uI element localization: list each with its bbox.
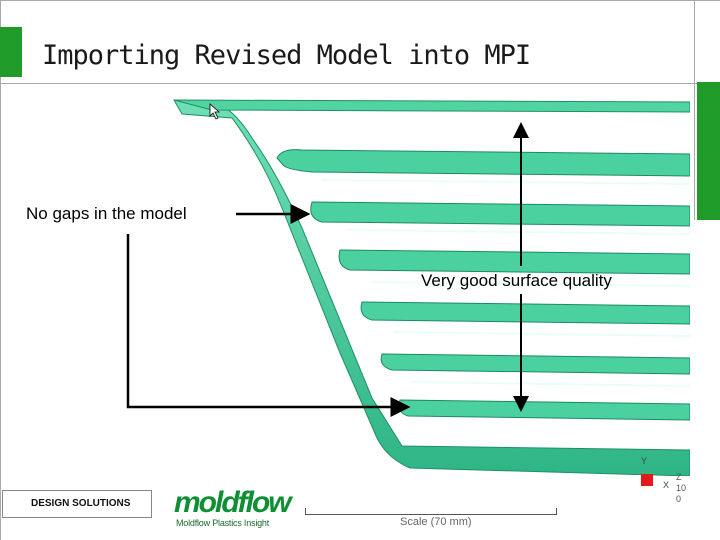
grille-body bbox=[173, 99, 690, 476]
grille-slats bbox=[276, 149, 690, 421]
frame-left-line bbox=[0, 0, 1, 540]
axis-coordinates: Z 10 0 bbox=[676, 472, 686, 505]
scale-bar bbox=[305, 508, 557, 515]
callout-no-gaps: No gaps in the model bbox=[26, 204, 187, 224]
logo-wordmark: moldflow bbox=[174, 486, 292, 519]
accent-bar-right bbox=[697, 82, 720, 220]
model-viewport[interactable] bbox=[172, 98, 690, 476]
coord-line-3: 0 bbox=[676, 494, 682, 504]
footer-design-solutions: DESIGN SOLUTIONS bbox=[2, 490, 152, 518]
grille-top-edge bbox=[173, 99, 690, 113]
accent-bar-left bbox=[0, 27, 22, 77]
frame-right-line bbox=[694, 0, 695, 220]
axis-triad-icon bbox=[641, 474, 653, 486]
coord-line-2: 10 bbox=[676, 483, 687, 493]
scale-label: Scale (70 mm) bbox=[400, 516, 472, 528]
logo-subtitle: Moldflow Plastics Insight bbox=[176, 518, 270, 528]
arrow-bottom bbox=[126, 234, 411, 417]
mouse-cursor-icon bbox=[209, 103, 221, 120]
axis-y-label: Y bbox=[641, 456, 648, 466]
slat-highlights bbox=[321, 179, 690, 387]
frame-top-line bbox=[0, 0, 720, 1]
callout-surface-quality: Very good surface quality bbox=[421, 271, 612, 290]
title-underline bbox=[0, 83, 720, 84]
axis-x-label: X bbox=[663, 480, 670, 490]
coord-line-1: Z bbox=[676, 472, 682, 482]
slide-title: Importing Revised Model into MPI bbox=[42, 40, 531, 71]
moldflow-logo: moldflow Moldflow Plastics Insight bbox=[174, 488, 292, 532]
